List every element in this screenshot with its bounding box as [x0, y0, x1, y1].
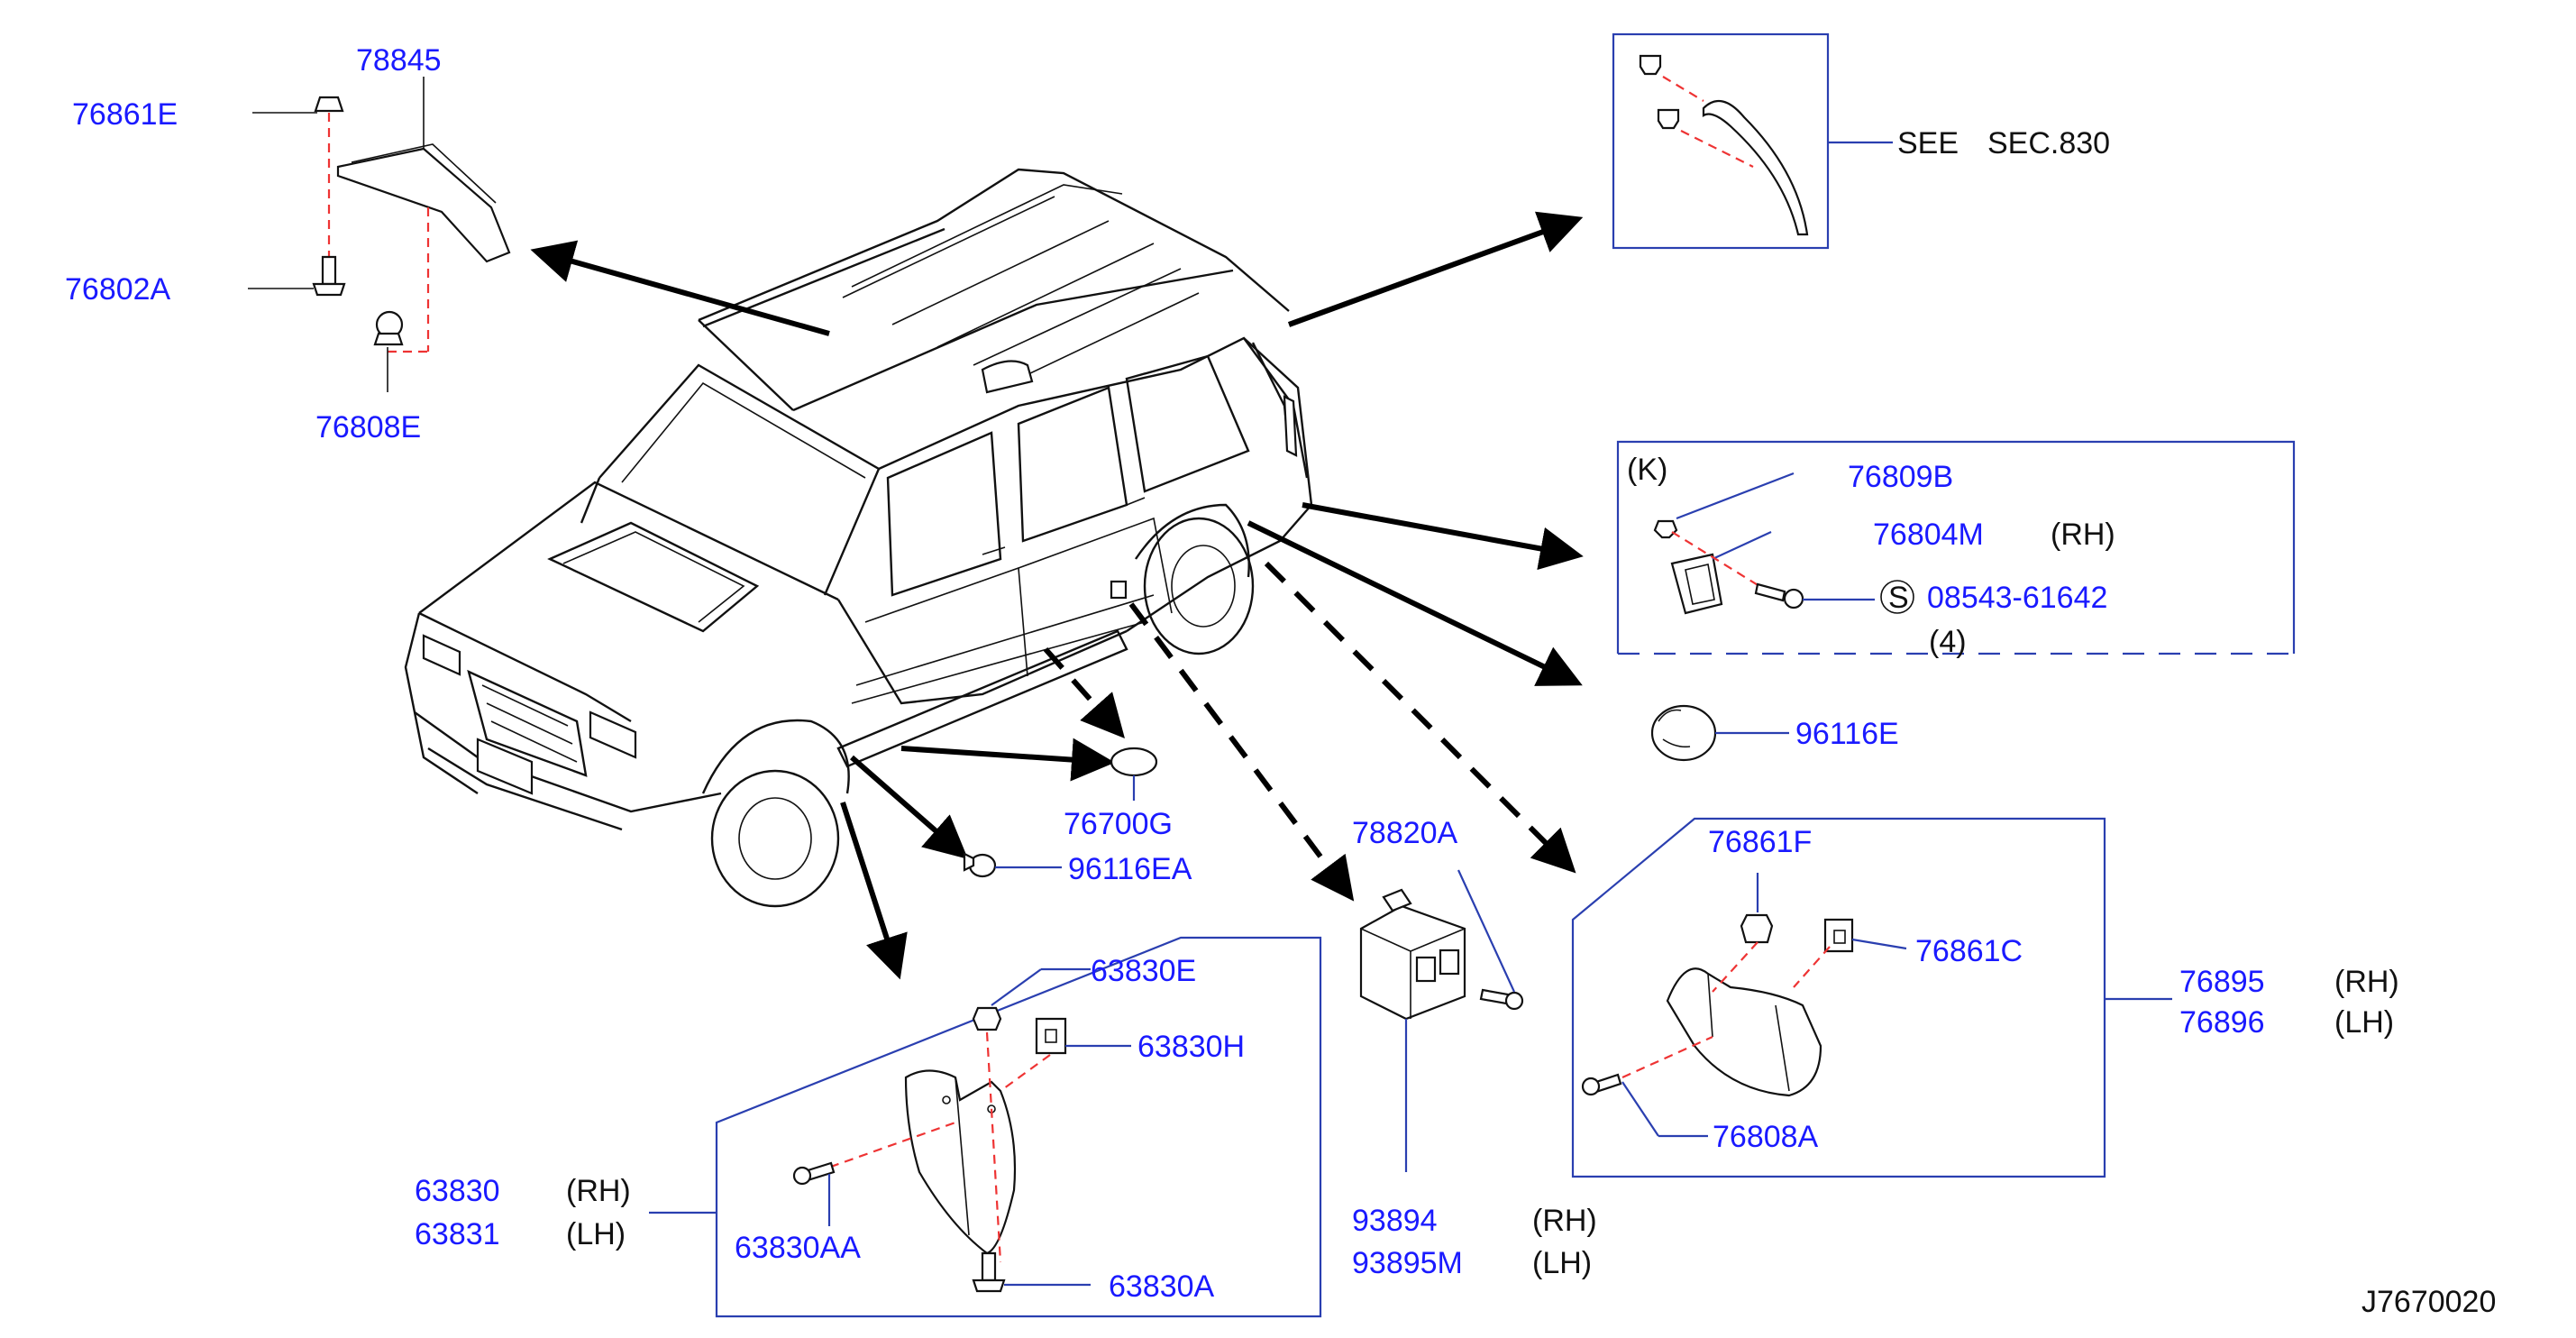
part-number-76808A[interactable]: 76808A	[1713, 1120, 1819, 1154]
grommet-icon-2	[1657, 108, 1680, 130]
clip-icon-76809B	[1653, 519, 1678, 539]
part-number-76809B[interactable]: 76809B	[1848, 460, 1953, 494]
screw-icon-08543	[1754, 582, 1786, 602]
part-number-96116EA[interactable]: 96116EA	[1068, 852, 1192, 886]
callout-arrows	[530, 211, 1584, 980]
quantity-label: (4)	[1929, 625, 1967, 659]
part-number-08543-61642[interactable]: 08543-61642	[1927, 581, 2107, 615]
part-number-78845[interactable]: 78845	[356, 43, 442, 78]
diagram-code: J7670020	[2361, 1285, 2496, 1319]
bumper-pad-icon	[1670, 553, 1723, 615]
plug-icon-96116E	[1650, 704, 1717, 762]
screw-icon-78820A	[1479, 988, 1510, 1005]
oval-cover-icon	[1110, 747, 1158, 777]
clip-icon-63830H	[1035, 1017, 1067, 1055]
plug-96116E-group: 96116E	[1650, 704, 1899, 762]
cover-76700G-group: 76700G	[1064, 747, 1173, 841]
part-number-63830[interactable]: 63830	[415, 1174, 500, 1208]
part-number-76861C[interactable]: 76861C	[1915, 934, 2023, 968]
part-number-76808E[interactable]: 76808E	[315, 410, 421, 444]
clip-icon-76861F	[1740, 913, 1774, 944]
s-marker: S	[1888, 581, 1909, 615]
clip-icon-63830E	[972, 1006, 1002, 1031]
part-number-63830H[interactable]: 63830H	[1137, 1030, 1245, 1064]
part-number-63830E[interactable]: 63830E	[1091, 954, 1196, 988]
front-mudguard-box: 63830E 63830H 63830AA 63830A 63830 (RH) …	[415, 936, 1322, 1318]
rear-mudguard-box: 76861F 76861C 76808A 76895 (RH) 76896 (L…	[1571, 817, 2399, 1178]
kit-marker: (K)	[1627, 453, 1667, 487]
plug-96116EA-group: 96116EA	[963, 852, 1192, 886]
see-section-link[interactable]: SEC.830	[1987, 126, 2110, 160]
side-93894: (RH)	[1532, 1204, 1597, 1238]
part-number-63831[interactable]: 63831	[415, 1217, 500, 1251]
grommet-icon	[1639, 54, 1662, 76]
part-number-76896[interactable]: 76896	[2179, 1005, 2265, 1040]
side-76896: (LH)	[2334, 1005, 2394, 1040]
roof-bracket-group: 78845 76861E 76802A 76808E	[65, 43, 511, 444]
part-number-76804M[interactable]: 76804M	[1873, 518, 1984, 552]
part-number-76861F[interactable]: 76861F	[1708, 825, 1812, 859]
connector-group: 78820A 93894 (RH) 93895M (LH)	[1352, 816, 1597, 1280]
side-63831: (LH)	[566, 1217, 626, 1251]
side-93895M: (LH)	[1532, 1246, 1592, 1280]
part-number-63830A[interactable]: 63830A	[1109, 1269, 1215, 1304]
part-number-76700G[interactable]: 76700G	[1064, 807, 1173, 841]
side-76895: (RH)	[2334, 965, 2399, 999]
mudguard-icon-63830	[904, 1069, 1017, 1255]
side-76804M: (RH)	[2051, 518, 2115, 552]
mudguard-icon-76895	[1666, 967, 1822, 1097]
part-number-78820A[interactable]: 78820A	[1352, 816, 1458, 850]
screw-icon-63830A	[981, 1251, 997, 1282]
part-number-93895M[interactable]: 93895M	[1352, 1246, 1463, 1280]
see-label: SEE	[1897, 126, 1959, 160]
part-number-93894[interactable]: 93894	[1352, 1204, 1438, 1238]
side-63830: (RH)	[566, 1174, 631, 1208]
see-section-box: SEE SEC.830	[1612, 32, 2110, 250]
part-number-76895[interactable]: 76895	[2179, 965, 2265, 999]
part-number-76861E[interactable]: 76861E	[72, 97, 178, 132]
part-number-76802A[interactable]: 76802A	[65, 272, 171, 307]
vehicle-illustration	[404, 168, 1313, 908]
part-number-96116E[interactable]: 96116E	[1795, 717, 1899, 751]
screw-icon	[321, 255, 337, 286]
part-number-63830AA[interactable]: 63830AA	[735, 1231, 861, 1265]
kit-box: (K) S 76809B 76804M (RH) 08543-61642 (4)	[1616, 440, 2296, 659]
bracket-part-icon	[336, 147, 511, 263]
trim-strip-icon	[1702, 99, 1809, 236]
clip-icon	[314, 96, 344, 113]
